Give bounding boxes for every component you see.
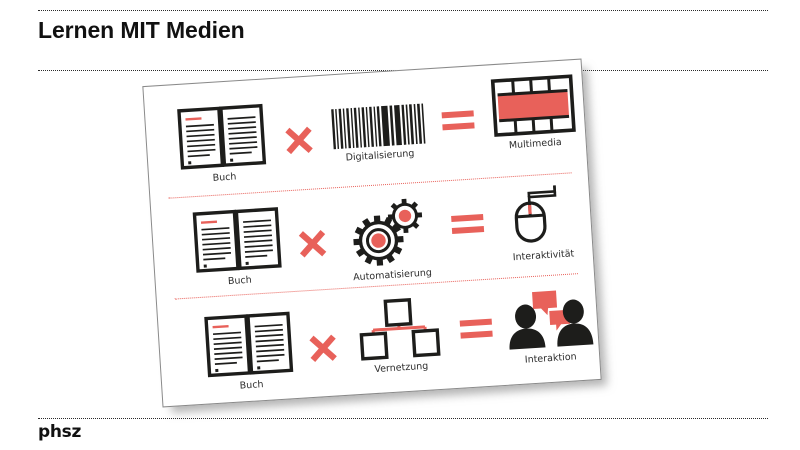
row-3-term-interaction: Interaktion [497, 270, 600, 367]
film-strip-icon [490, 74, 576, 137]
row-2-term-interactivity-label: Interaktivität [512, 248, 575, 264]
row-3-operator-equals [449, 276, 501, 341]
brand-logo: phsz [38, 422, 82, 442]
open-book-icon [204, 311, 294, 378]
multiply-icon [283, 124, 315, 156]
row-3-term-networking-label: Vernetzung [374, 360, 429, 376]
network-tree-icon [357, 294, 441, 361]
barcode-icon [331, 103, 426, 150]
equation-row-1: Buch [144, 68, 588, 203]
row-1-operator-multiply [270, 84, 325, 157]
page-title: Lernen MIT Medien [38, 17, 245, 43]
footer-divider [38, 418, 768, 419]
row-2-operator-equals [440, 176, 493, 237]
row-1-term-book: Buch [168, 87, 276, 186]
row-2-term-automation: Automatisierung [333, 179, 446, 285]
computer-mouse-icon [504, 182, 578, 248]
row-2-term-book: Buch [184, 188, 290, 289]
row-3-term-book: Buch [197, 289, 302, 394]
row-1-term-book-label: Buch [212, 171, 237, 184]
gears-icon [349, 197, 431, 268]
row-1-term-digitalisation: Digitalisierung [321, 77, 435, 165]
row-3-term-interaction-label: Interaktion [524, 351, 577, 366]
multiply-icon [296, 228, 328, 260]
row-2-term-interactivity: Interaktivität [489, 169, 593, 264]
equals-icon [459, 317, 493, 341]
diagram-card-inner: Buch [143, 60, 600, 407]
row-1-operator-equals [430, 74, 484, 133]
two-people-speech-icon [503, 286, 593, 351]
open-book-icon [192, 207, 282, 274]
open-book-icon [177, 103, 267, 171]
row-1-term-multimedia: Multimedia [480, 68, 586, 153]
row-1-term-digitalisation-label: Digitalisierung [345, 148, 415, 164]
equals-icon [441, 108, 475, 132]
row-2-operator-multiply [284, 185, 338, 260]
diagram-card: Buch [142, 58, 602, 408]
header-divider-top [38, 10, 768, 11]
equals-icon [451, 212, 485, 236]
equation-row-3: Buch [157, 270, 601, 405]
row-1-term-multimedia-label: Multimedia [508, 136, 563, 152]
row-2-term-book-label: Buch [227, 274, 253, 288]
row-3-term-networking: Vernetzung [343, 279, 454, 376]
multiply-icon [307, 332, 339, 364]
equation-row-2: Buch [150, 169, 594, 304]
row-3-operator-multiply [295, 286, 348, 365]
row-3-term-book-label: Buch [239, 379, 264, 392]
